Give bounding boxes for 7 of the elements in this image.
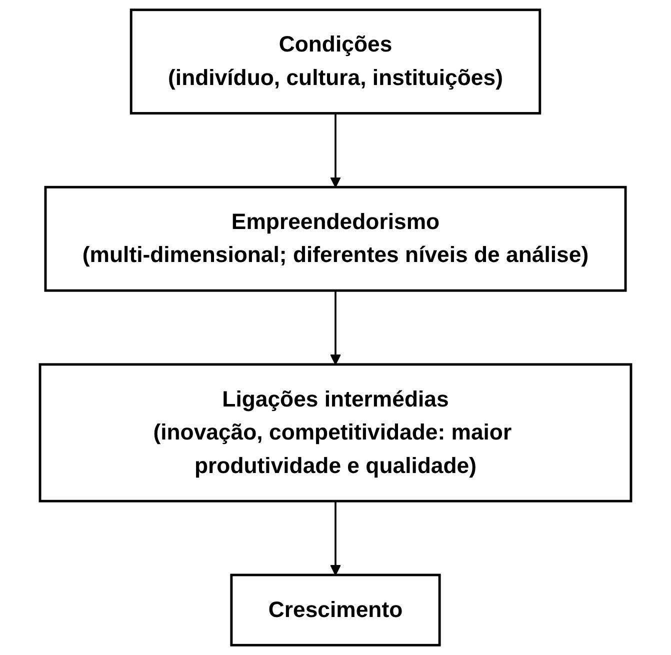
arrow [330, 290, 341, 365]
node-box: Condições (indivíduo, cultura, instituições) [130, 8, 542, 114]
node-box: Crescimento [230, 574, 441, 646]
node-box: Empreendedorismo (multi-dimensional; diferentes níveis de análise) [44, 186, 627, 292]
arrow [330, 113, 341, 188]
node-box: Ligações intermédias (inovação, competitividade: maior produtividade e qualidade) [38, 363, 632, 502]
arrow [330, 501, 341, 576]
